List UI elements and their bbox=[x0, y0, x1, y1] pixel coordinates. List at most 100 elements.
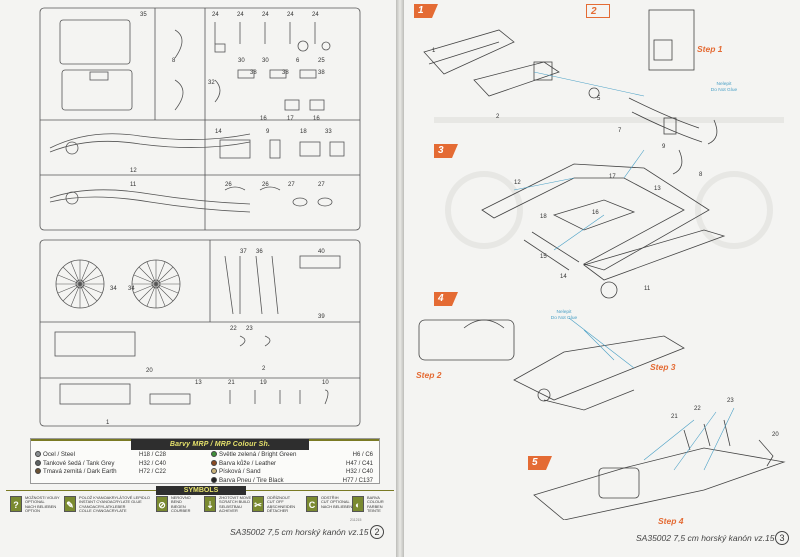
svg-text:39: 39 bbox=[318, 314, 325, 320]
legend-color-1: Tankové šedá / Tank Grey bbox=[35, 459, 115, 468]
svg-text:7: 7 bbox=[618, 128, 622, 134]
svg-text:24: 24 bbox=[287, 12, 294, 18]
svg-text:18: 18 bbox=[300, 129, 307, 135]
svg-text:37: 37 bbox=[240, 249, 247, 255]
svg-text:14: 14 bbox=[215, 129, 222, 135]
left-page-number: 2 bbox=[370, 525, 384, 539]
svg-text:13: 13 bbox=[654, 186, 661, 192]
svg-text:16: 16 bbox=[260, 116, 267, 122]
svg-text:24: 24 bbox=[312, 12, 319, 18]
svg-text:2: 2 bbox=[496, 114, 500, 120]
legend-brand: Barvy MRP / MRP Colour Sh. bbox=[131, 439, 309, 450]
legend-color-6: Barva Pneu / Tire Black bbox=[211, 476, 284, 485]
legend-color-code: H47 / C41 bbox=[345, 460, 373, 467]
svg-text:33: 33 bbox=[325, 129, 332, 135]
svg-text:22: 22 bbox=[230, 326, 237, 332]
substep-label-2: Step 2 bbox=[416, 370, 442, 380]
svg-text:11: 11 bbox=[644, 286, 651, 292]
svg-text:24: 24 bbox=[212, 12, 219, 18]
symbol-icon: ⇣ bbox=[204, 496, 216, 512]
svg-text:38: 38 bbox=[250, 70, 257, 76]
legend-color-name: Tmavá zemitá / Dark Earth bbox=[43, 468, 117, 475]
legend-color-code: H32 / C40 bbox=[138, 460, 166, 467]
svg-text:11: 11 bbox=[130, 182, 137, 188]
legend-color-0: Ocel / Steel bbox=[35, 451, 75, 459]
svg-text:1: 1 bbox=[106, 420, 110, 426]
legend-color-code: H18 / C28 bbox=[138, 452, 166, 458]
color-swatch-icon bbox=[211, 476, 217, 483]
symbols-title: SYMBOLS bbox=[156, 486, 246, 495]
svg-text:38: 38 bbox=[282, 70, 289, 76]
svg-text:32: 32 bbox=[208, 80, 215, 86]
legend-color-name: Barva kůže / Leather bbox=[219, 459, 277, 467]
legend-header: Barvy MRP / MRP Colour Sh. bbox=[31, 439, 379, 450]
spine-gutter bbox=[396, 0, 404, 557]
symbol-text: BARVA COLOUR FARBEN TEINTE bbox=[367, 495, 384, 514]
legend-color-name: Ocel / Steel bbox=[43, 451, 75, 458]
legend-color-code: H32 / C40 bbox=[345, 469, 373, 475]
svg-text:23: 23 bbox=[246, 326, 253, 332]
color-swatch-icon bbox=[211, 468, 217, 474]
svg-text:24: 24 bbox=[237, 12, 244, 18]
legend-color-4: Barva kůže / Leather bbox=[211, 459, 277, 468]
symbol-text: NEROVNO BEND BIEGEN COURBER bbox=[171, 495, 191, 514]
svg-text:19: 19 bbox=[260, 380, 267, 386]
legend-color-3: Světle zelená / Bright Green bbox=[211, 451, 296, 459]
svg-text:27: 27 bbox=[318, 182, 325, 188]
svg-text:35: 35 bbox=[140, 12, 147, 18]
legend-color-code: H6 / C6 bbox=[352, 452, 373, 458]
svg-text:17: 17 bbox=[287, 116, 294, 122]
svg-text:13: 13 bbox=[195, 380, 202, 386]
svg-text:8: 8 bbox=[172, 58, 176, 64]
right-footer-title: SA35002 7,5 cm horský kanón vz.15 bbox=[636, 533, 775, 543]
svg-text:5: 5 bbox=[597, 96, 601, 102]
svg-text:14: 14 bbox=[560, 274, 567, 280]
no-glue-note-1: Nelepit Do Not Glue bbox=[710, 82, 738, 93]
color-swatch-icon bbox=[35, 468, 41, 474]
right-page-number: 3 bbox=[775, 531, 789, 545]
svg-text:12: 12 bbox=[514, 180, 521, 186]
color-swatch-icon bbox=[35, 451, 41, 457]
assembly-diagram: 1 2 5 7 9 8 12 17 13 16 18 15 14 11 21 2… bbox=[418, 9, 786, 520]
svg-text:36: 36 bbox=[256, 249, 263, 255]
symbol-icon: C bbox=[306, 496, 318, 512]
svg-text:21: 21 bbox=[228, 380, 235, 386]
svg-text:8: 8 bbox=[699, 172, 703, 178]
step-badge-1: 1 bbox=[414, 4, 438, 18]
svg-text:6: 6 bbox=[296, 58, 300, 64]
print-code: 211215 bbox=[350, 518, 362, 522]
legend-color-name: Tankové šedá / Tank Grey bbox=[43, 459, 115, 467]
svg-text:34: 34 bbox=[128, 286, 135, 292]
step-badge-5: 5 bbox=[528, 456, 552, 470]
symbol-icon: ✎ bbox=[64, 496, 76, 512]
svg-text:20: 20 bbox=[146, 368, 153, 374]
svg-text:22: 22 bbox=[694, 406, 701, 412]
symbol-text: POLOŽ KYANOAKRYLÁTOVÉ LEPIDLO INSTANT CY… bbox=[79, 495, 150, 514]
svg-text:9: 9 bbox=[662, 144, 666, 150]
svg-text:9: 9 bbox=[266, 129, 270, 135]
svg-text:16: 16 bbox=[592, 210, 599, 216]
svg-text:40: 40 bbox=[318, 249, 325, 255]
svg-text:24: 24 bbox=[262, 12, 269, 18]
svg-text:10: 10 bbox=[322, 380, 329, 386]
right-page: 1 2 5 7 9 8 12 17 13 16 18 15 14 11 21 2… bbox=[404, 0, 800, 557]
color-swatch-icon bbox=[211, 451, 217, 457]
svg-text:26: 26 bbox=[262, 182, 269, 188]
symbol-icon: ✂ bbox=[252, 496, 264, 512]
svg-text:27: 27 bbox=[288, 182, 295, 188]
color-swatch-icon bbox=[211, 459, 217, 466]
svg-text:18: 18 bbox=[540, 214, 547, 220]
step-badge-2: 2 bbox=[586, 4, 610, 18]
symbol-text: ZHOTOVIT MOVE SCRATCH BUILD SELBSTBAU AC… bbox=[219, 495, 252, 514]
legend-color-2: Tmavá zemitá / Dark Earth bbox=[35, 468, 117, 476]
symbol-icon: ? bbox=[10, 496, 22, 512]
substep-label-1: Step 1 bbox=[697, 44, 723, 54]
step-badge-3: 3 bbox=[434, 144, 458, 158]
svg-text:17: 17 bbox=[609, 174, 616, 180]
svg-text:16: 16 bbox=[313, 116, 320, 122]
left-footer-title: SA35002 7,5 cm horský kanón vz.15 bbox=[230, 527, 369, 537]
svg-text:1: 1 bbox=[432, 48, 436, 54]
